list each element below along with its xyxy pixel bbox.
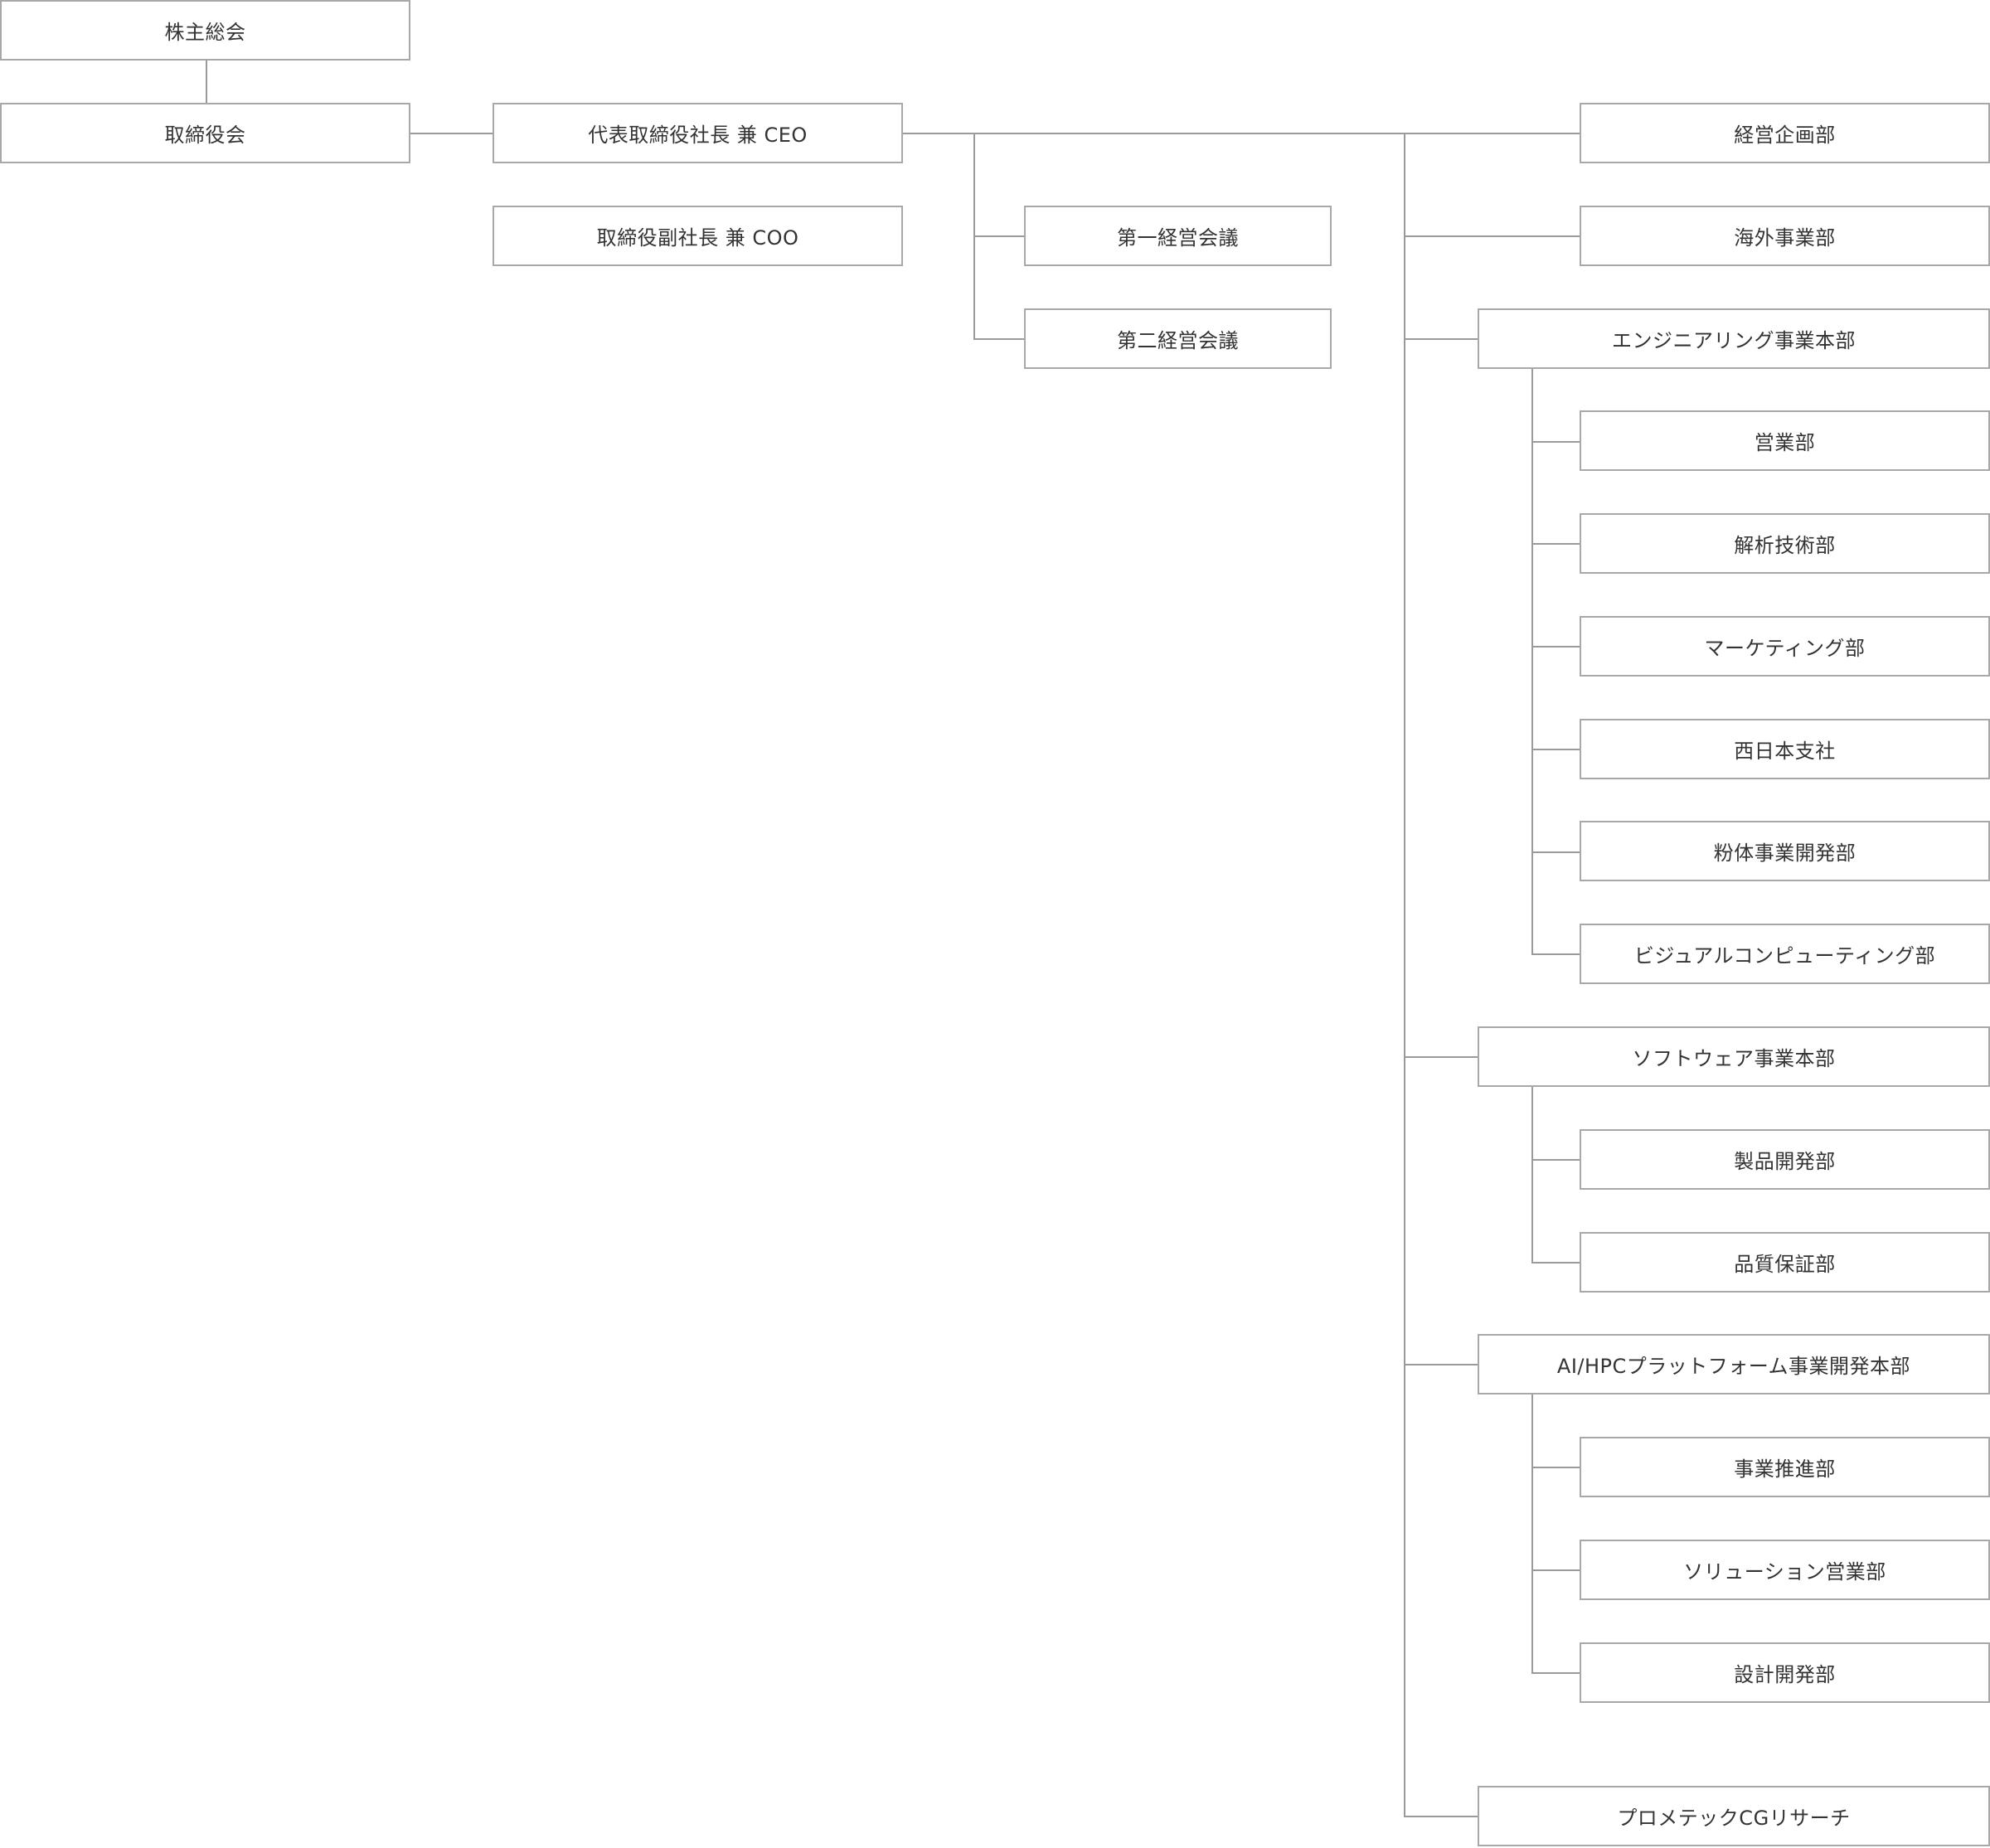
node-west-japan: 西日本支社 (1580, 719, 1990, 779)
node-prometech-cg: プロメテックCGリサーチ (1478, 1786, 1990, 1846)
node-design-dev: 設計開発部 (1580, 1642, 1990, 1703)
connector-aihpc (1404, 1364, 1478, 1365)
connector-mgmt2 (973, 338, 1025, 340)
connector-software (1404, 1056, 1478, 1058)
connector-main-trunk (1404, 133, 1405, 1816)
connector-mgmt1 (973, 235, 1025, 237)
node-mgmt-meeting-1: 第一経営会議 (1024, 206, 1332, 266)
node-product-dev: 製品開発部 (1580, 1129, 1990, 1190)
node-marketing: マーケティング部 (1580, 616, 1990, 677)
node-mgmt-meeting-2: 第二経営会議 (1024, 308, 1332, 369)
connector-analysis (1531, 543, 1580, 545)
connector-shareholders-board (206, 60, 207, 104)
connector-sales (1531, 441, 1580, 443)
node-engineering: エンジニアリング事業本部 (1478, 308, 1990, 369)
node-ceo: 代表取締役社長 兼 CEO (493, 103, 903, 163)
node-planning: 経営企画部 (1580, 103, 1990, 163)
connector-engineering-trunk (1531, 368, 1533, 953)
node-qa: 品質保証部 (1580, 1232, 1990, 1293)
node-solution-sales: ソリューション営業部 (1580, 1540, 1990, 1600)
connector-visual (1531, 953, 1580, 955)
connector-engineering (1404, 338, 1478, 340)
node-coo: 取締役副社長 兼 COO (493, 206, 903, 266)
connector-aihpc-trunk (1531, 1394, 1533, 1674)
connector-solution-sales (1531, 1569, 1580, 1571)
node-powder: 粉体事業開発部 (1580, 821, 1990, 881)
node-aihpc: AI/HPCプラットフォーム事業開発本部 (1478, 1334, 1990, 1394)
node-shareholders: 株主総会 (0, 0, 410, 61)
connector-ceo-planning (902, 133, 1580, 134)
connector-powder (1531, 851, 1580, 853)
node-biz-promo: 事業推進部 (1580, 1437, 1990, 1497)
connector-biz-promo (1531, 1467, 1580, 1468)
node-software: ソフトウェア事業本部 (1478, 1026, 1990, 1087)
node-overseas: 海外事業部 (1580, 206, 1990, 266)
connector-overseas (1404, 235, 1580, 237)
connector-prometech-cg (1404, 1816, 1478, 1817)
node-sales: 営業部 (1580, 410, 1990, 471)
connector-west-japan (1531, 749, 1580, 750)
connector-board-ceo (410, 133, 493, 134)
connector-marketing (1531, 646, 1580, 648)
node-analysis: 解析技術部 (1580, 513, 1990, 574)
connector-design-dev (1531, 1672, 1580, 1674)
connector-qa (1531, 1262, 1580, 1264)
node-visual-computing: ビジュアルコンピューティング部 (1580, 924, 1990, 984)
node-board: 取締役会 (0, 103, 410, 163)
connector-product-dev (1531, 1159, 1580, 1161)
connector-software-trunk (1531, 1086, 1533, 1263)
